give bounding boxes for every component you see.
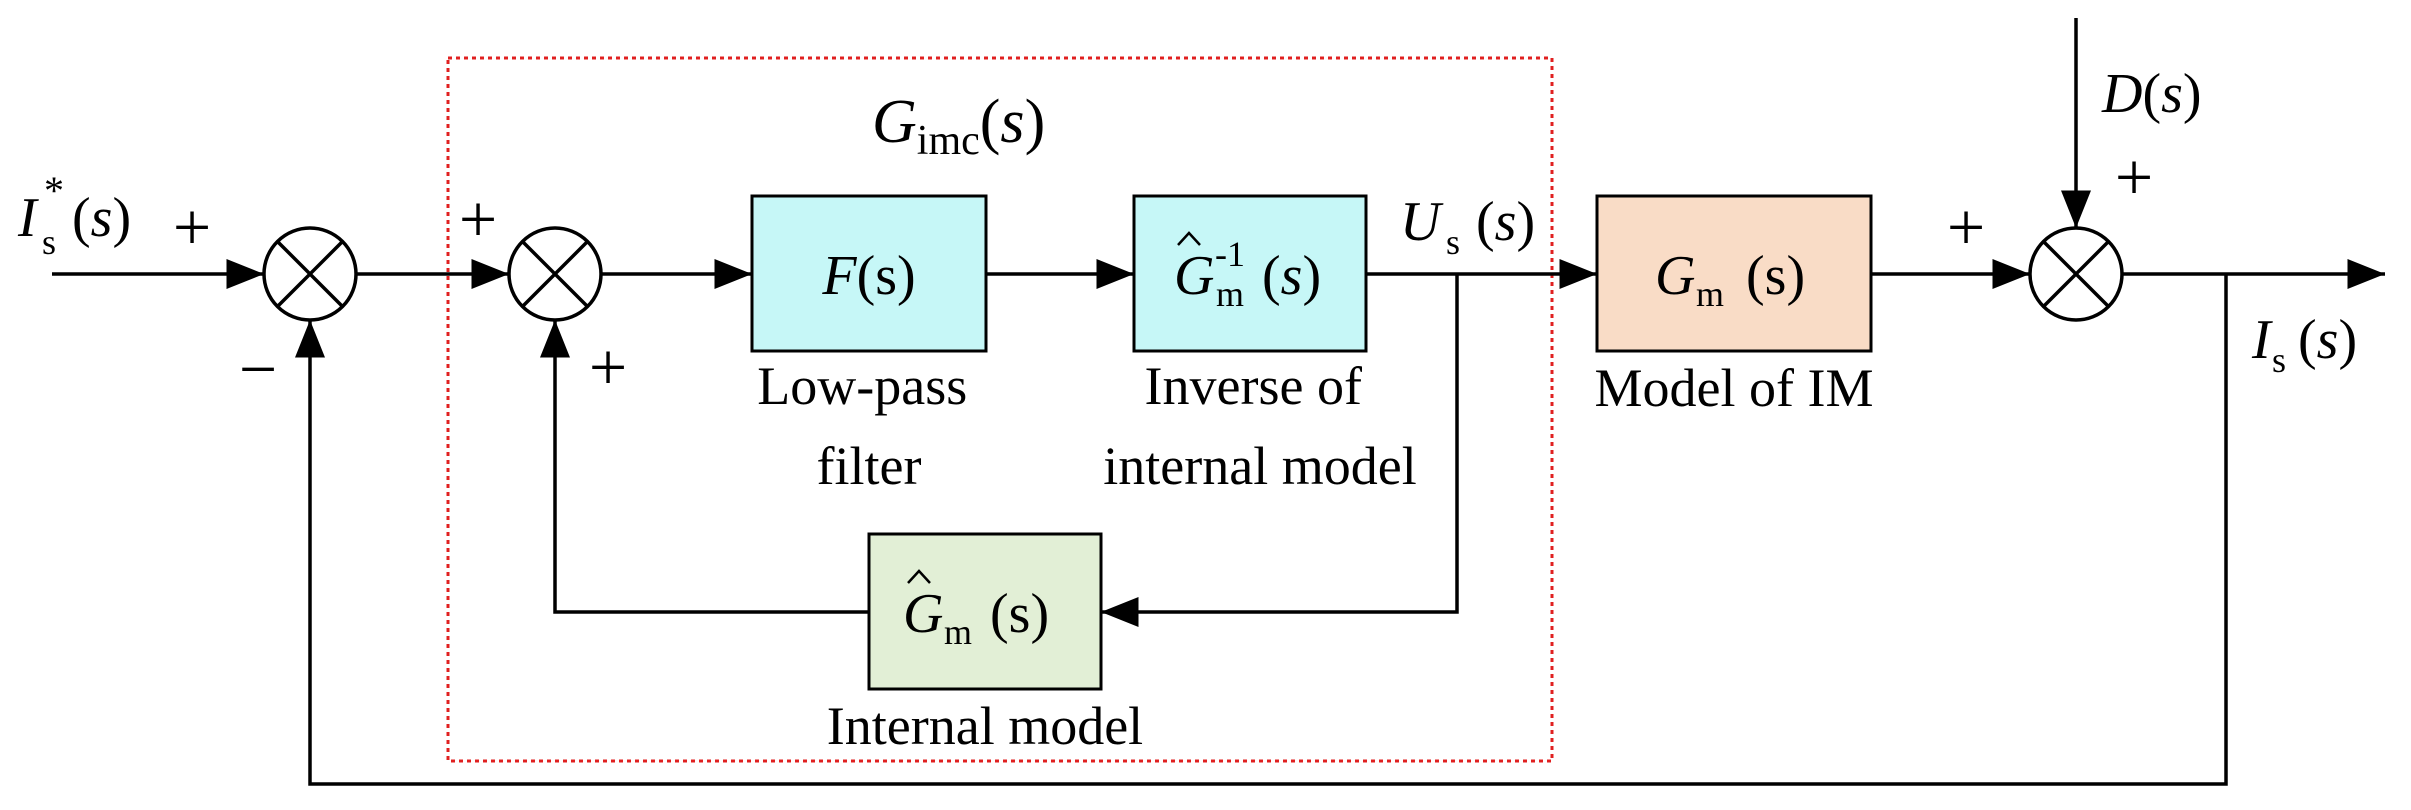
svg-text:s: s bbox=[42, 222, 56, 262]
sum3-top-plus-sign: + bbox=[2115, 139, 2153, 215]
inverse-model-block bbox=[1132, 194, 1368, 353]
control-signal-label: U s (s) bbox=[1400, 191, 1535, 262]
reference-signal-label: I * s (s) bbox=[17, 168, 131, 262]
svg-text:*: * bbox=[44, 168, 64, 213]
output-signal-label: I s (s) bbox=[2251, 309, 2357, 380]
svg-text:U: U bbox=[1400, 191, 1444, 253]
internal-model-caption: Internal model bbox=[827, 696, 1143, 756]
sum3-left-plus-sign: + bbox=[1947, 189, 1985, 265]
imc-controller-boundary bbox=[446, 56, 1554, 763]
svg-text:I: I bbox=[2251, 309, 2273, 371]
internal-model-block-label: G m (s) bbox=[903, 569, 1049, 652]
svg-text:G: G bbox=[903, 583, 943, 645]
summing-junction-3 bbox=[2028, 226, 2124, 322]
filter-caption: Low-pass filter bbox=[757, 356, 980, 496]
svg-text:(s): (s) bbox=[1262, 245, 1321, 307]
plant-caption: Model of IM bbox=[1595, 358, 1874, 418]
svg-text:s: s bbox=[1446, 222, 1460, 262]
disturbance-signal-label: D(s) bbox=[2101, 63, 2202, 125]
plant-block bbox=[1595, 194, 1873, 353]
inverse-model-block-label: G -1 m (s) bbox=[1174, 231, 1321, 314]
imc-label: Gimc(s) bbox=[872, 88, 1045, 164]
svg-text:(s): (s) bbox=[1746, 245, 1805, 307]
sum2-top-plus-sign: + bbox=[459, 181, 497, 257]
filter-block-label: F(s) bbox=[821, 245, 915, 307]
internal-model-block bbox=[867, 532, 1103, 691]
svg-text:m: m bbox=[1696, 274, 1724, 314]
sum1-minus-sign: − bbox=[239, 331, 277, 407]
svg-text:m: m bbox=[944, 612, 972, 652]
svg-text:G: G bbox=[1174, 245, 1214, 307]
svg-text:I: I bbox=[17, 187, 39, 249]
inverse-model-caption: Inverse of internal model bbox=[1103, 356, 1416, 496]
filter-block bbox=[750, 194, 988, 353]
sum1-plus-sign: + bbox=[173, 189, 211, 265]
outer-feedback-arrow bbox=[295, 274, 2228, 786]
svg-text:(s): (s) bbox=[72, 187, 131, 249]
control-branch-to-internal-model bbox=[1101, 274, 1459, 627]
svg-text:(s): (s) bbox=[2298, 309, 2357, 371]
svg-text:D(s): D(s) bbox=[2101, 63, 2202, 125]
hat-accent bbox=[907, 569, 931, 584]
hat-accent bbox=[1177, 231, 1201, 246]
svg-text:G: G bbox=[1655, 245, 1695, 307]
plant-block-label: G m (s) bbox=[1655, 245, 1805, 314]
svg-text:s: s bbox=[2272, 340, 2286, 380]
svg-text:(s): (s) bbox=[990, 583, 1049, 645]
summing-junction-2 bbox=[507, 226, 603, 322]
summing-junction-1 bbox=[262, 226, 358, 322]
svg-text:m: m bbox=[1216, 274, 1244, 314]
sum2-bottom-plus-sign: + bbox=[589, 329, 627, 405]
svg-text:-1: -1 bbox=[1215, 234, 1245, 274]
internal-model-feedback-arrow bbox=[540, 320, 869, 614]
svg-text:(s): (s) bbox=[1476, 191, 1535, 253]
